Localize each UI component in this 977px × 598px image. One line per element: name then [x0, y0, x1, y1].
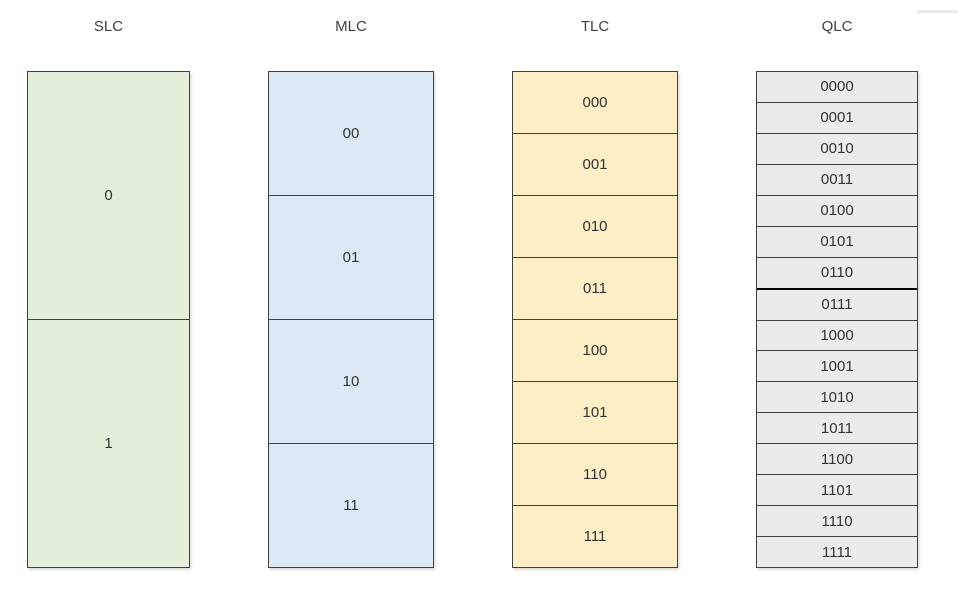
cell-qlc-1111: 1111 — [757, 536, 917, 567]
cell-tlc-100: 100 — [513, 319, 677, 381]
cell-tlc-101: 101 — [513, 381, 677, 443]
cell-qlc-1011: 1011 — [757, 412, 917, 444]
cell-qlc-0011: 0011 — [757, 163, 917, 195]
cell-mlc-10: 10 — [269, 319, 433, 443]
cell-qlc-1101: 1101 — [757, 474, 917, 506]
cell-mlc-01: 01 — [269, 195, 433, 319]
column-title-qlc: QLC — [821, 18, 853, 35]
cell-qlc-0101: 0101 — [757, 225, 917, 257]
cell-tlc-110: 110 — [513, 443, 677, 505]
cell-slc-1: 1 — [28, 319, 189, 567]
cell-qlc-1001: 1001 — [757, 350, 917, 382]
cell-tlc-001: 001 — [513, 133, 677, 195]
cell-tlc-000: 000 — [513, 72, 677, 133]
cell-qlc-1010: 1010 — [757, 381, 917, 413]
cell-qlc-1000: 1000 — [757, 319, 917, 351]
scrollbar-artifact-line — [917, 10, 958, 13]
cell-mlc-00: 00 — [269, 72, 433, 195]
column-title-tlc: TLC — [580, 18, 610, 35]
cell-qlc-0001: 0001 — [757, 101, 917, 133]
column-title-slc: SLC — [93, 18, 124, 35]
cell-slc-0: 0 — [28, 72, 189, 319]
cell-qlc-1110: 1110 — [757, 505, 917, 537]
cell-qlc-0100: 0100 — [757, 194, 917, 226]
cell-mlc-11: 11 — [269, 443, 433, 567]
cell-qlc-0111: 0111 — [757, 287, 917, 320]
cell-tlc-011: 011 — [513, 257, 677, 319]
column-title-mlc: MLC — [335, 18, 367, 35]
cell-qlc-0110: 0110 — [757, 256, 917, 288]
cell-qlc-1100: 1100 — [757, 443, 917, 475]
cell-tlc-111: 111 — [513, 505, 677, 567]
cell-qlc-0010: 0010 — [757, 132, 917, 164]
cell-tlc-010: 010 — [513, 195, 677, 257]
cell-qlc-0000: 0000 — [757, 72, 917, 102]
